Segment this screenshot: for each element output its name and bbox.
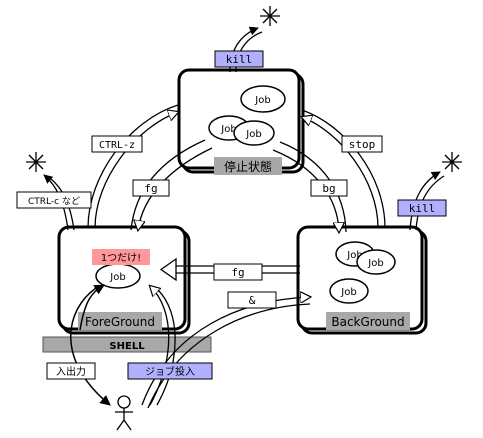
person-icon: [115, 395, 133, 431]
job-oval: [329, 278, 369, 304]
burst-icon: [260, 6, 280, 26]
kill-background-arrow: [409, 171, 445, 231]
ctrl-z-label: CTRL-z: [91, 135, 143, 153]
io-label: 入出力: [46, 362, 96, 380]
svg-text:Job: Job: [109, 272, 125, 283]
fg-label-stopped: fg: [132, 179, 170, 197]
svg-text:fg: fg: [144, 182, 157, 195]
foreground-jobs: Job: [95, 263, 141, 289]
stop-arrow: [302, 109, 386, 229]
kill-label-stopped: kill: [214, 50, 264, 68]
svg-text:&: &: [249, 294, 256, 307]
job-submit-label: ジョブ投入: [127, 362, 213, 380]
svg-text:SHELL: SHELL: [109, 341, 145, 352]
background-jobs: Job Job Job: [329, 241, 396, 304]
svg-text:bg: bg: [322, 182, 335, 195]
svg-text:Job: Job: [245, 129, 261, 140]
bg-label: bg: [310, 179, 348, 197]
svg-text:Job: Job: [346, 250, 362, 261]
stop-label: stop: [341, 135, 383, 153]
burst-icon: [26, 152, 46, 172]
ctrl-z-arrow: [87, 104, 178, 229]
svg-text:kill: kill: [226, 53, 253, 66]
stopped-jobs: Job Job Job: [208, 85, 286, 146]
svg-text:CTRL-c など: CTRL-c など: [28, 196, 80, 207]
ampersand-label: &: [227, 291, 277, 309]
svg-text:入出力: 入出力: [56, 365, 86, 378]
svg-text:Job: Job: [367, 258, 383, 269]
svg-text:fg: fg: [231, 266, 244, 279]
svg-text:stop: stop: [349, 138, 376, 151]
svg-text:Job: Job: [254, 95, 270, 106]
kill-label-background: kill: [397, 199, 447, 217]
svg-text:Job: Job: [220, 124, 236, 135]
ctrl-c-label: CTRL-c など: [16, 191, 92, 209]
svg-text:Job: Job: [340, 287, 356, 298]
job-submit-arrow: [150, 286, 176, 406]
shell-bar: SHELL: [42, 336, 212, 353]
stopped-state-label: 停止状態: [214, 157, 282, 175]
background-state-label: BackGround: [326, 312, 410, 330]
svg-text:ForeGround: ForeGround: [85, 315, 155, 329]
job-oval: [233, 120, 275, 146]
io-arrow: [70, 284, 111, 406]
svg-text:kill: kill: [409, 202, 436, 215]
foreground-state-label: ForeGround: [78, 312, 162, 330]
job-oval: [356, 249, 396, 275]
svg-text:1つだけ!: 1つだけ!: [101, 252, 141, 264]
svg-text:停止状態: 停止状態: [224, 159, 272, 174]
svg-text:ジョブ投入: ジョブ投入: [145, 365, 195, 378]
job-oval: [240, 85, 286, 113]
svg-text:BackGround: BackGround: [331, 315, 404, 329]
fg-label-background: fg: [213, 263, 263, 281]
svg-text:CTRL-z: CTRL-z: [99, 140, 135, 151]
only-one-note: 1つだけ!: [92, 249, 150, 265]
burst-icon: [442, 152, 462, 172]
